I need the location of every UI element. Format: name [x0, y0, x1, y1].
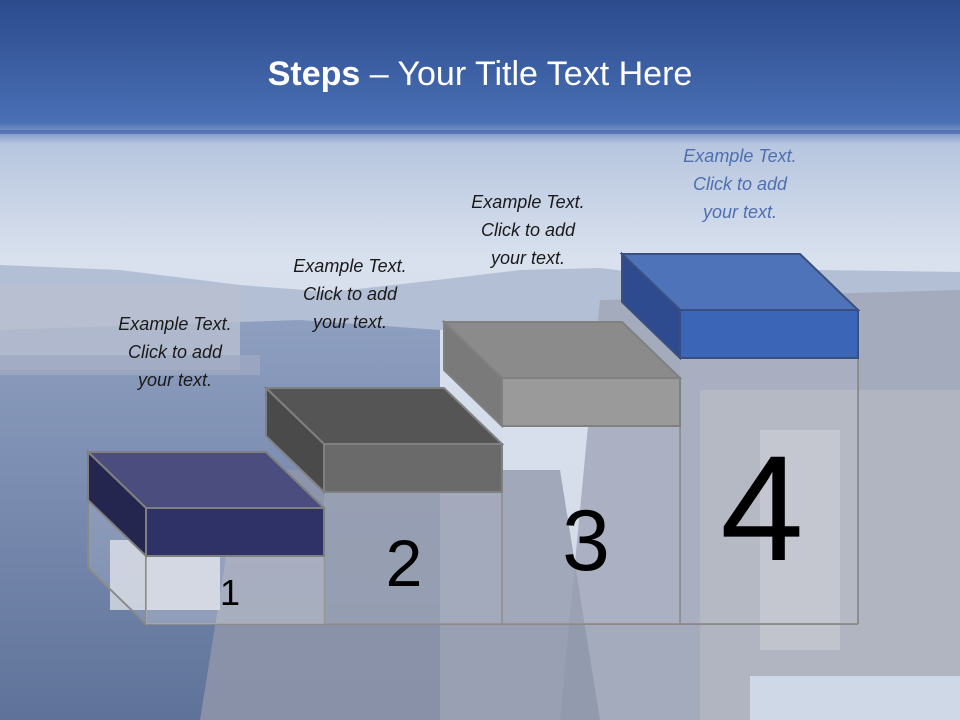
step-4-block[interactable] [619, 251, 861, 361]
step-4-front [679, 309, 859, 359]
caption-line: your text. [137, 370, 213, 390]
step-1-caption[interactable]: Example Text. Click to add your text. [85, 310, 265, 394]
step-2-front [323, 443, 503, 493]
caption-line: Click to add [127, 342, 223, 362]
caption-line: Example Text. [683, 146, 797, 166]
caption-line: Click to add [302, 284, 398, 304]
step-3-number: 3 [562, 493, 610, 589]
slide-title[interactable]: Steps – Your Title Text Here [0, 52, 960, 96]
step-3-block[interactable] [441, 319, 683, 429]
caption-line: Example Text. [293, 256, 407, 276]
step-1-front [145, 507, 325, 557]
caption-line: Example Text. [471, 192, 585, 212]
step-1-number: 1 [220, 572, 240, 613]
step-4-caption[interactable]: Example Text. Click to add your text. [650, 142, 830, 226]
caption-line: Click to add [692, 174, 788, 194]
step-2-number: 2 [386, 526, 423, 600]
step-2-block[interactable] [263, 385, 505, 495]
step-3-caption[interactable]: Example Text. Click to add your text. [438, 188, 618, 272]
step-1-block[interactable] [85, 449, 327, 559]
step-3-front [501, 377, 681, 427]
title-bold-text: Steps [267, 55, 361, 93]
caption-line: your text. [312, 312, 388, 332]
caption-line: your text. [702, 202, 778, 222]
title-rest-text: – Your Title Text Here [360, 55, 693, 93]
step-4-number: 4 [720, 424, 803, 592]
caption-line: Example Text. [118, 314, 232, 334]
caption-line: your text. [490, 248, 566, 268]
caption-line: Click to add [480, 220, 576, 240]
step-2-caption[interactable]: Example Text. Click to add your text. [260, 252, 440, 336]
